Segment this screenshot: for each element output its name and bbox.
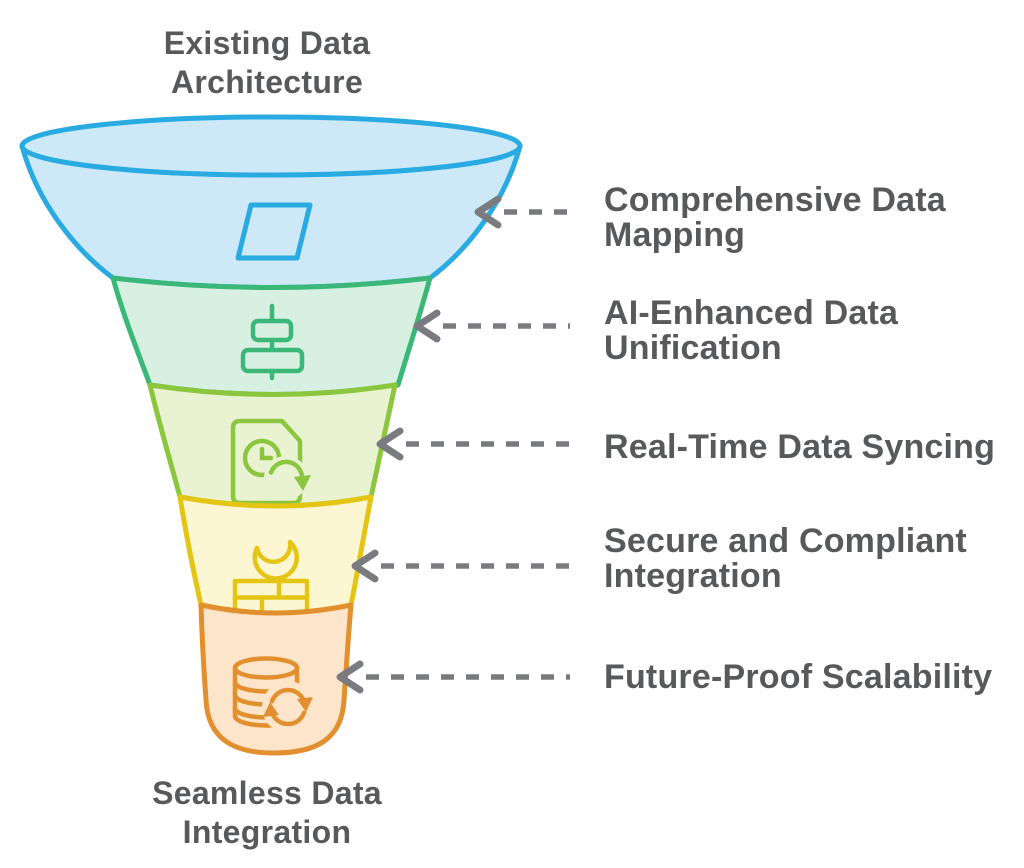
pointer-arrow-stage-2: [413, 309, 570, 343]
stage-label-5: Future-Proof Scalability: [604, 658, 993, 696]
funnel-stage-2: [110, 275, 433, 397]
funnel-stage-5: [198, 602, 354, 756]
stage-label-3: Real-Time Data Syncing: [604, 428, 996, 466]
stage-label-1: Comprehensive Data Mapping: [604, 181, 946, 254]
funnel-bottom-title: Seamless Data Integration: [152, 775, 382, 850]
database-sync-icon: [232, 656, 314, 733]
parallelogram-icon: [235, 202, 313, 261]
pointer-arrows: [336, 195, 570, 694]
pointer-arrow-stage-1: [474, 195, 570, 229]
stage-label-2: AI-Enhanced Data Unification: [604, 294, 899, 367]
funnel-stage-4: [177, 494, 374, 617]
pointer-arrow-stage-3: [376, 427, 570, 461]
pointer-arrow-stage-5: [336, 660, 570, 694]
document-sync-icon: [230, 418, 311, 506]
stage-label-4: Secure and Compliant Integration: [604, 522, 967, 595]
funnel-stage-3: [147, 382, 398, 509]
funnel-top-title: Existing Data Architecture: [163, 25, 371, 100]
funnel-stage-1: [19, 114, 523, 290]
pointer-arrow-stage-4: [351, 549, 570, 583]
align-center-icon: [240, 303, 305, 381]
funnel-rim: [19, 114, 523, 178]
